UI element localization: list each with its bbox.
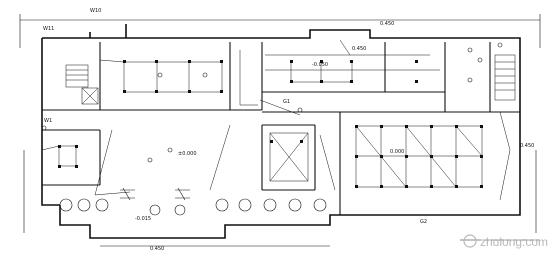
label-elev-center: -0.050 bbox=[312, 62, 328, 68]
circuit-wiring bbox=[41, 39, 511, 201]
dimension-frame bbox=[19, 14, 541, 247]
light-fixtures bbox=[41, 42, 503, 163]
watermark-text: zhulong.com bbox=[480, 235, 548, 249]
label-elev-ramp: -0.015 bbox=[135, 216, 151, 222]
label-room-g2: G2 bbox=[420, 219, 427, 225]
watermark: zhulong.com bbox=[463, 234, 548, 249]
planting-symbols bbox=[59, 198, 327, 216]
label-elev-top2: 0.450 bbox=[352, 46, 366, 52]
stair-left bbox=[65, 64, 99, 105]
door-symbols bbox=[120, 187, 190, 201]
label-elev-bottom: 0.450 bbox=[150, 246, 164, 252]
label-elev-bottom-right: 0.450 bbox=[520, 143, 534, 149]
watermark-logo-icon bbox=[463, 234, 477, 248]
label-elev-main: ±0.000 bbox=[178, 151, 197, 157]
stair-right bbox=[494, 54, 516, 101]
label-elev-top: 0.450 bbox=[380, 21, 394, 27]
drawing-labels: W11 W10 0.450 0.450 -0.050 W1 ±0.000 0.0… bbox=[43, 8, 534, 252]
label-panel-w10: W10 bbox=[90, 8, 101, 14]
exterior-walls bbox=[41, 24, 521, 239]
label-panel-w11: W11 bbox=[43, 26, 54, 32]
label-panel-w1: W1 bbox=[44, 118, 52, 124]
structural-columns bbox=[58, 60, 483, 188]
label-elev-right: 0.000 bbox=[390, 149, 404, 155]
label-room-g1: G1 bbox=[283, 99, 290, 105]
interior-walls bbox=[42, 42, 520, 215]
